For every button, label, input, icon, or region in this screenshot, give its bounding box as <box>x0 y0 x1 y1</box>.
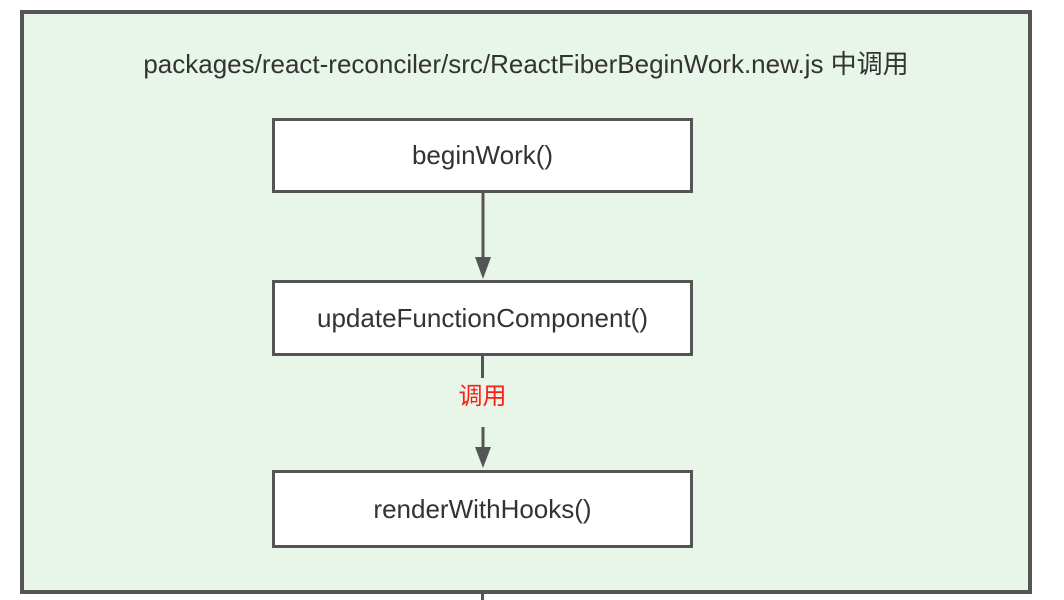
arrow-down-icon <box>475 427 491 468</box>
diagram-title: packages/react-reconciler/src/ReactFiber… <box>143 49 909 79</box>
arrow-down-icon <box>475 193 491 279</box>
continuing-connector-stub <box>481 594 484 600</box>
node-renderWithHooks: renderWithHooks() <box>272 470 693 548</box>
connector-line <box>481 356 484 378</box>
node-beginWork: beginWork() <box>272 118 693 193</box>
edge-label-call: 调用 <box>458 383 507 410</box>
node-updateFunctionComponent: updateFunctionComponent() <box>272 280 693 356</box>
